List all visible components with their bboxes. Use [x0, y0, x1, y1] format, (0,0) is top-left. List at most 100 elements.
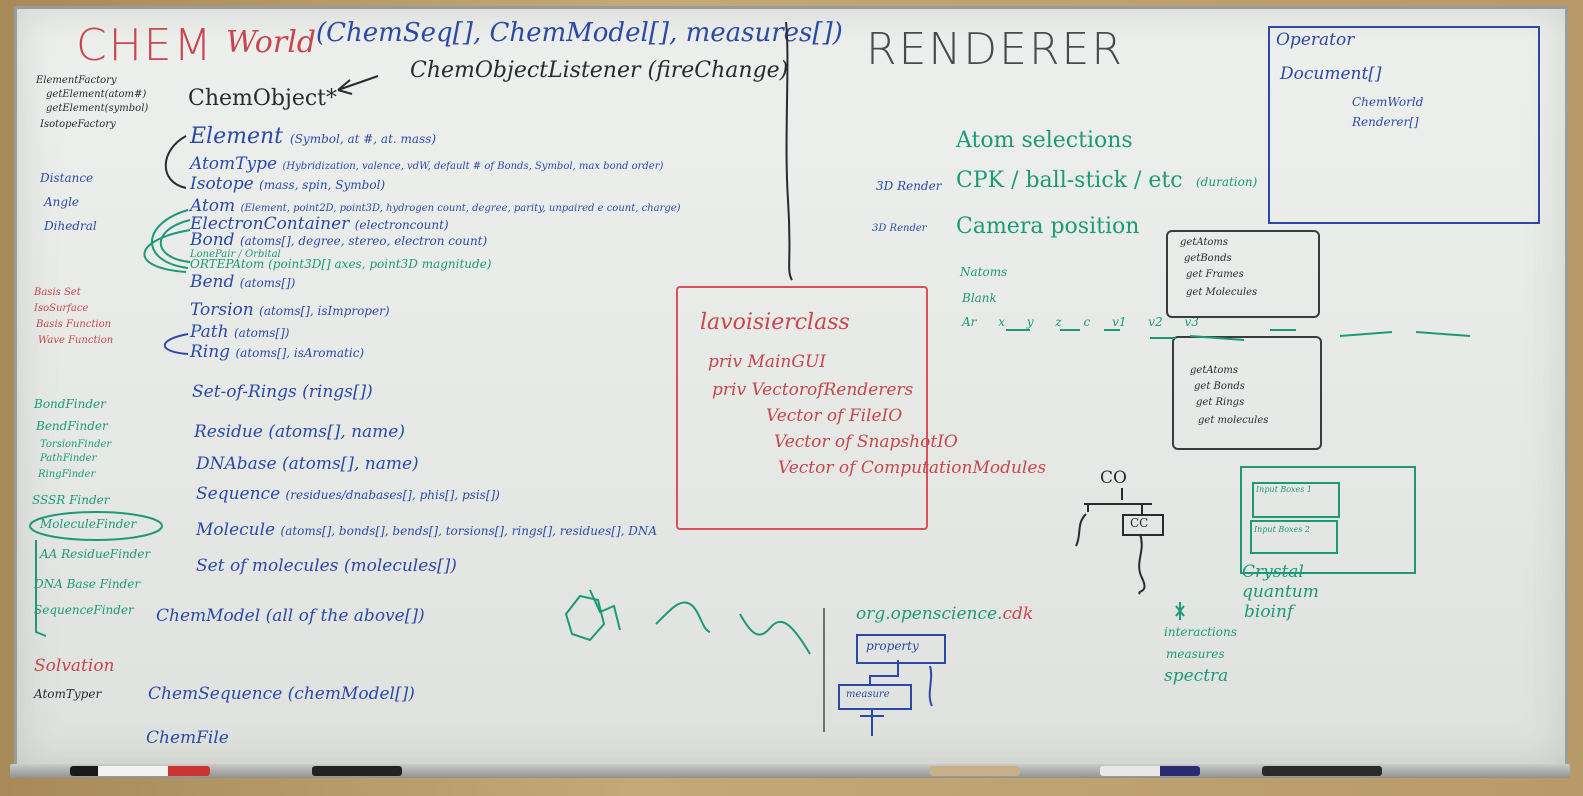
lavoisier-box [676, 286, 928, 530]
h-isotope: Isotope (mass, spin, Symbol) [190, 174, 386, 194]
lavoisier-item-computation: Vector of ComputationModules [778, 458, 1047, 478]
pathfinder: PathFinder [40, 453, 97, 464]
atomtyper-label: AtomTyper [34, 687, 102, 701]
domain-crystal: Crystal [1242, 562, 1304, 582]
h-residue: Residue (atoms[], name) [194, 422, 405, 442]
chemworld-title-chem: CHEM [76, 20, 214, 71]
h-set-of-molecules: Set of molecules (molecules[]) [196, 556, 457, 576]
h-orteatom: ORTEPAtom (point3D[] axes, point3D magni… [190, 257, 492, 271]
ar-row: Ar x y z c v1 v2 v3 [962, 315, 1199, 329]
lavoisier-item-maingui: priv MainGUI [708, 352, 827, 372]
measure-label: measure [846, 689, 890, 700]
h-dnabase: DNAbase (atoms[], name) [196, 454, 419, 474]
get-box-2-atoms: getAtoms [1190, 365, 1239, 376]
get-box-1-molecules: get Molecules [1186, 287, 1258, 298]
basis-function: Basis Function [36, 319, 112, 330]
h-atom: Atom (Element, point2D, point3D, hydroge… [190, 196, 681, 216]
get-element-symbol: getElement(symbol) [46, 103, 149, 114]
h-electroncontainer: ElectronContainer (electroncount) [190, 214, 449, 234]
cpk-label: CPK / ball-stick / etc [956, 168, 1183, 193]
chemobject-label: ChemObject* [188, 86, 338, 111]
star-measures: measures [1166, 647, 1225, 661]
operator-document: Document[] [1280, 64, 1382, 84]
marker-4[interactable] [1262, 766, 1382, 776]
pkg-label: org.openscience.cdk [856, 604, 1034, 624]
h-atomtype: AtomType (Hybridization, valence, vdW, d… [190, 154, 664, 174]
marker-2[interactable] [312, 766, 402, 776]
sssr-finder: SSSR Finder [32, 493, 110, 507]
input-box-1-label: Input Boxes 1 [1256, 485, 1313, 494]
property-box [856, 634, 946, 664]
ringfinder: RingFinder [38, 469, 96, 480]
get-box-2-molecules: get molecules [1198, 415, 1269, 426]
basis-set: Basis Set [34, 287, 81, 298]
natoms: Natoms [960, 265, 1008, 279]
star-interactions: interactions [1164, 625, 1237, 639]
h-path: Path (atoms[]) [190, 322, 290, 342]
operator-box [1268, 26, 1540, 224]
chemworld-title-args: (ChemSeq[], ChemModel[], measures[]) [316, 18, 843, 48]
angle-label: Angle [44, 195, 80, 209]
domain-quantum: quantum [1242, 582, 1319, 602]
co-label: CO [1100, 468, 1127, 488]
h-sequence: Sequence (residues/dnabases[], phis[], p… [196, 484, 500, 504]
h-chemfile: ChemFile [146, 728, 229, 748]
get-box-2 [1172, 336, 1322, 450]
cpk-note: (duration) [1196, 175, 1258, 189]
renderer-title: RENDERER [866, 24, 1124, 75]
aa-residuefinder: AA ResidueFinder [40, 547, 151, 561]
get-box-1-bonds: getBonds [1184, 253, 1232, 264]
operator-chemworld: ChemWorld [1352, 95, 1424, 109]
chemworld-title-world: World [226, 25, 316, 60]
property-label: property [866, 639, 919, 653]
cc-label: CC [1130, 516, 1149, 530]
element-factory: ElementFactory [36, 75, 117, 86]
render-label-1: 3D Render [876, 179, 942, 193]
h-ring: Ring (atoms[], isAromatic) [190, 342, 365, 362]
input-boxes-frame [1240, 466, 1416, 574]
lavoisier-title: lavoisierclass [700, 310, 850, 335]
isosurface: IsoSurface [34, 303, 89, 314]
get-box-1-frames: get Frames [1186, 269, 1244, 280]
marker-1[interactable] [70, 766, 210, 776]
wave-function: Wave Function [38, 335, 114, 346]
torsionfinder: TorsionFinder [40, 439, 112, 450]
blank-label: Blank [962, 291, 997, 305]
lavoisier-item-renderers: priv VectorofRenderers [712, 380, 914, 400]
h-molecule: Molecule (atoms[], bonds[], bends[], tor… [196, 520, 658, 540]
h-bond: Bond (atoms[], degree, stereo, electron … [190, 230, 488, 250]
cc-box [1122, 514, 1164, 536]
get-box-2-bonds: get Bonds [1194, 381, 1245, 392]
h-element: Element (Symbol, at #, at. mass) [190, 124, 437, 149]
operator-title: Operator [1276, 30, 1355, 50]
atom-selections: Atom selections [956, 128, 1133, 153]
get-box-1-atoms: getAtoms [1180, 237, 1229, 248]
lavoisier-item-fileio: Vector of FileIO [766, 406, 903, 426]
dnabasefinder: DNA Base Finder [34, 577, 141, 591]
input-box-1 [1252, 482, 1340, 518]
h-bend: Bend (atoms[]) [190, 272, 296, 292]
render-label-2: 3D Render [872, 223, 927, 234]
lavoisier-item-snapshotio: Vector of SnapshotIO [774, 432, 958, 452]
whiteboard [14, 6, 1568, 770]
eraser[interactable] [930, 766, 1020, 776]
h-chemmodel: ChemModel (all of the above[]) [156, 606, 425, 626]
h-torsion: Torsion (atoms[], isImproper) [190, 300, 390, 320]
listener-label: ChemObjectListener (fireChange) [410, 58, 789, 83]
distance-label: Distance [40, 171, 94, 185]
isotope-factory: IsotopeFactory [40, 119, 116, 130]
measure-box [838, 684, 912, 710]
dihedral-label: Dihedral [44, 219, 97, 233]
marker-3[interactable] [1100, 766, 1200, 776]
bondfinder: BondFinder [34, 397, 106, 411]
h-set-of-rings: Set-of-Rings (rings[]) [192, 382, 373, 402]
h-lonepair: LonePair / Orbital [190, 249, 281, 260]
star-spectra: spectra [1164, 666, 1229, 686]
camera-position: Camera position [956, 214, 1140, 239]
solvation-label: Solvation [34, 656, 115, 676]
operator-renderer: Renderer[] [1352, 115, 1419, 129]
input-box-2-label: Input Boxes 2 [1254, 525, 1311, 534]
h-chemsequence: ChemSequence (chemModel[]) [148, 684, 415, 704]
get-box-2-rings: get Rings [1196, 397, 1245, 408]
